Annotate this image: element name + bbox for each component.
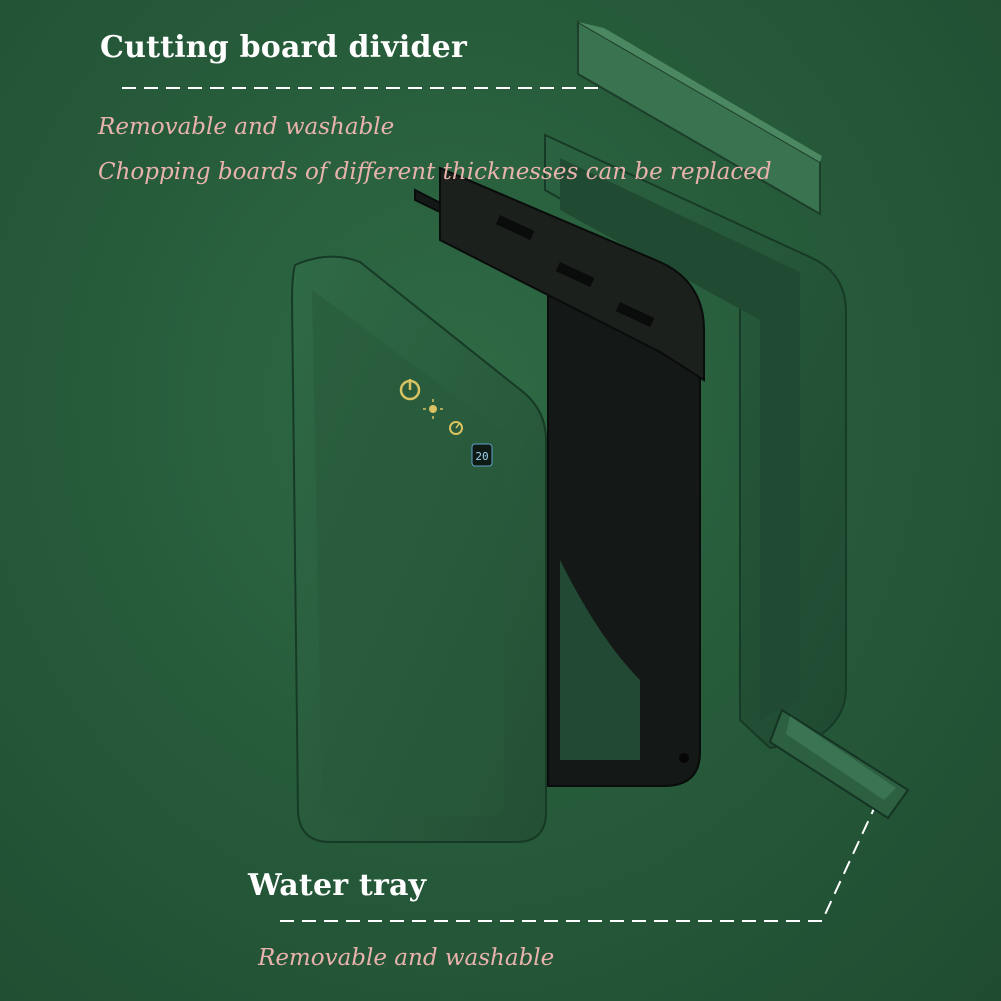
tray-feature-line-1: Removable and washable — [258, 945, 555, 971]
sun-icon — [423, 399, 443, 419]
divider-feature-line-1: Removable and washable — [98, 114, 395, 140]
cutting-board-divider-plate — [577, 20, 821, 216]
divider-title: Cutting board divider — [100, 30, 467, 65]
display-value: 20 — [475, 450, 488, 463]
divider-feature-line-2: Chopping boards of different thicknesses… — [98, 159, 772, 185]
timer-icon — [449, 421, 463, 435]
tray-title: Water tray — [248, 868, 427, 903]
digital-display: 20 — [471, 443, 493, 467]
power-icon — [399, 379, 421, 401]
tray-dashed-leader — [280, 799, 879, 922]
